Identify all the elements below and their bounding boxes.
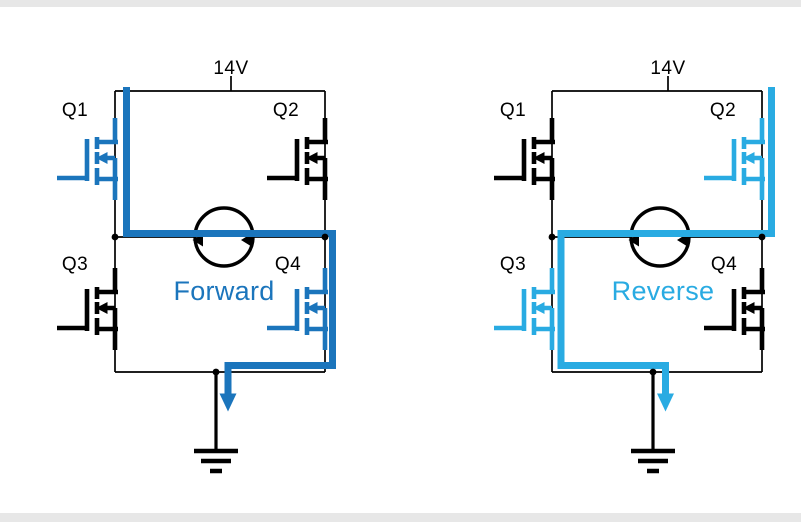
forward-current-path	[123, 87, 336, 394]
transistor-q1-label: Q1	[62, 100, 88, 121]
junction-dot	[548, 233, 556, 241]
current-direction-arrow-icon	[657, 393, 674, 412]
supply-voltage-label: 14V	[213, 58, 248, 79]
transistor-q2-symbol	[704, 118, 765, 200]
transistor-q3-label: Q3	[500, 254, 526, 275]
transistor-q1-symbol	[57, 118, 118, 200]
junction-dot	[649, 368, 657, 376]
reverse-diagram: 14V Q1 Q2 Q3 Q4 Reverse	[494, 58, 775, 471]
transistor-q2-symbol	[267, 118, 328, 200]
bottom-chrome-bar	[0, 513, 801, 522]
direction-label-forward: Forward	[173, 276, 274, 306]
transistor-q4-symbol	[267, 268, 328, 350]
junction-dot	[212, 368, 220, 376]
current-direction-arrow-icon	[219, 393, 237, 412]
transistor-q4-label: Q4	[275, 254, 301, 275]
junction-dot	[111, 233, 119, 241]
transistor-q2-label: Q2	[273, 100, 299, 121]
direction-label-reverse: Reverse	[612, 276, 715, 306]
reverse-current-path	[557, 87, 775, 394]
transistor-q1-label: Q1	[500, 100, 526, 121]
forward-diagram: 14V Q1 Q2 Q3 Q4 Forward	[57, 58, 336, 471]
transistor-q2-label: Q2	[710, 100, 736, 121]
transistor-q3-symbol	[494, 268, 555, 350]
junction-dot	[321, 233, 329, 241]
transistor-q3-label: Q3	[62, 254, 88, 275]
top-chrome-bar	[0, 0, 801, 7]
transistor-q1-symbol	[494, 118, 555, 200]
transistor-q3-symbol	[57, 268, 118, 350]
junction-dot	[758, 233, 766, 241]
transistor-q4-label: Q4	[711, 254, 737, 275]
supply-voltage-label: 14V	[650, 58, 685, 79]
